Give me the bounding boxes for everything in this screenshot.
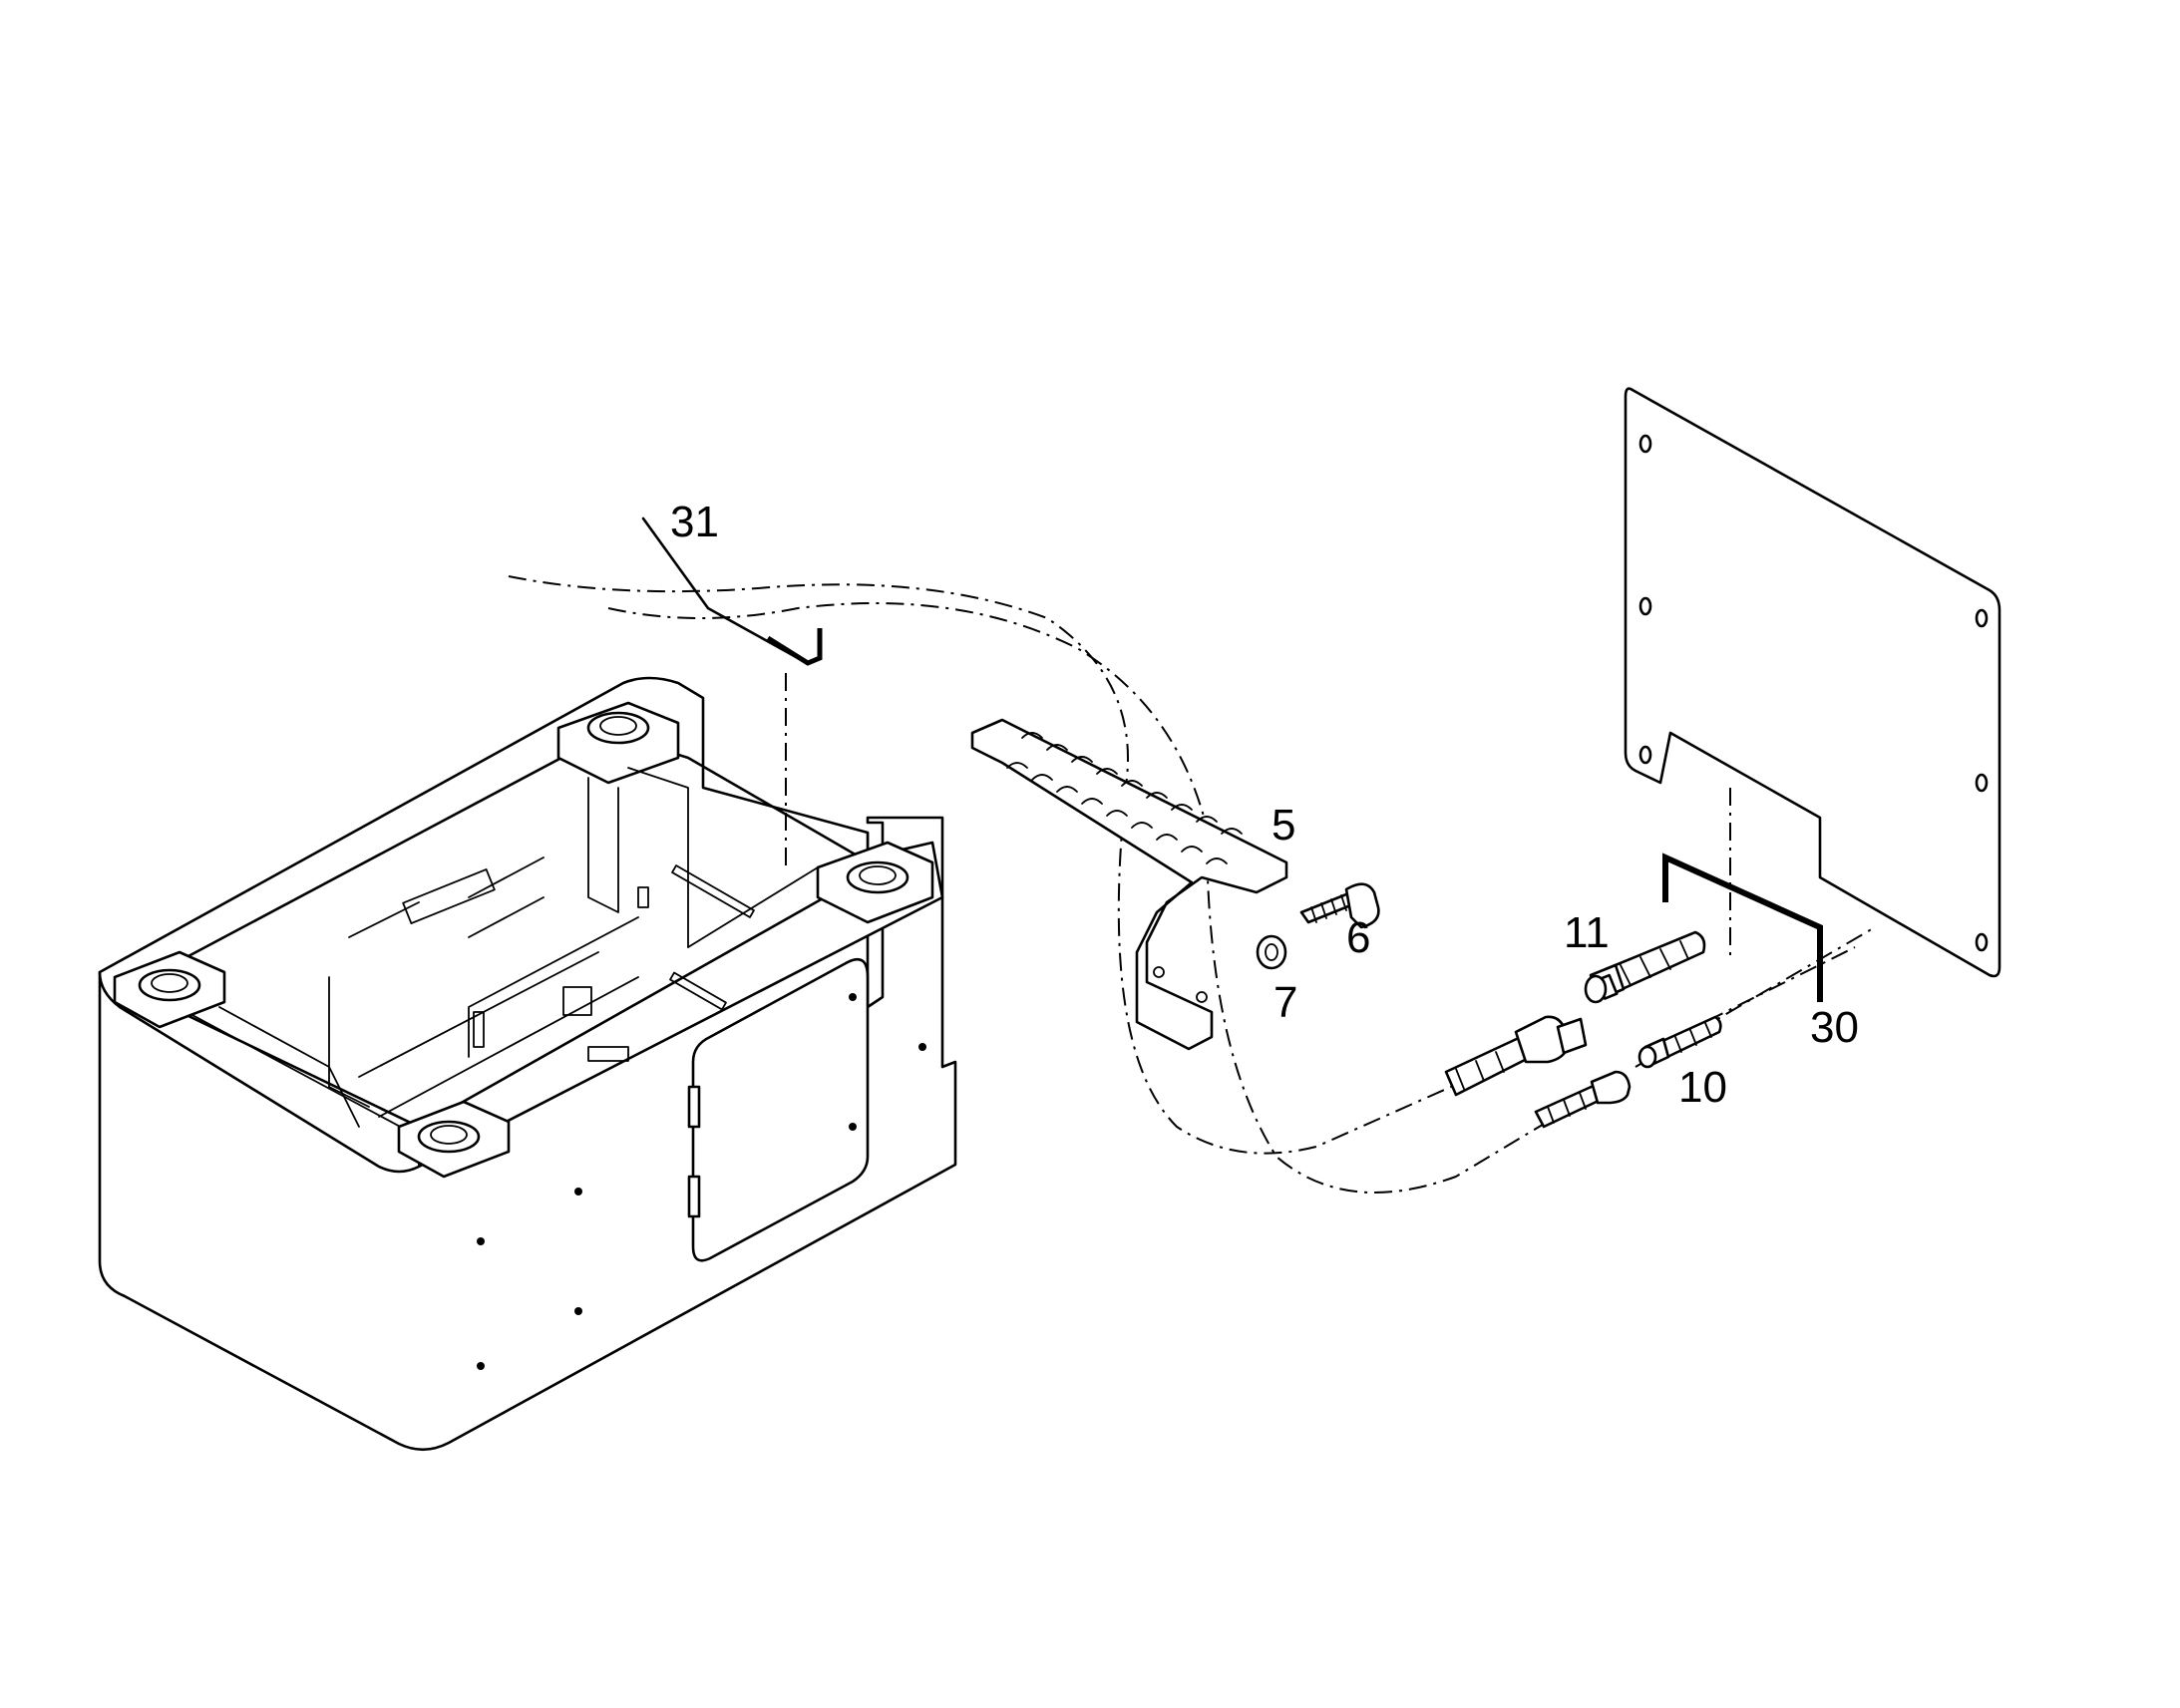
part-5-comb-bracket — [970, 718, 1288, 1051]
callout-6: 6 — [1346, 913, 1370, 962]
base-cabinet — [98, 676, 957, 1452]
part-31-cable-symbol — [641, 516, 823, 666]
callout-31: 31 — [670, 498, 719, 546]
comb-teeth — [1006, 732, 1243, 864]
callout-11: 11 — [1564, 908, 1610, 957]
callout-labels: 31 5 6 7 11 30 10 — [670, 498, 1859, 1112]
part-30-cable-symbol — [1662, 853, 1823, 1002]
part-10-hose-fitting — [1534, 1015, 1722, 1129]
callout-10: 10 — [1678, 1063, 1727, 1112]
callout-30: 30 — [1810, 1003, 1859, 1052]
part-7-washer — [1256, 934, 1287, 970]
part-6-bolt — [1299, 882, 1380, 929]
part-11-hose-fitting — [1444, 930, 1706, 1097]
callout-7: 7 — [1273, 978, 1297, 1027]
callout-5: 5 — [1272, 801, 1295, 850]
mounting-plate — [1624, 387, 2001, 978]
